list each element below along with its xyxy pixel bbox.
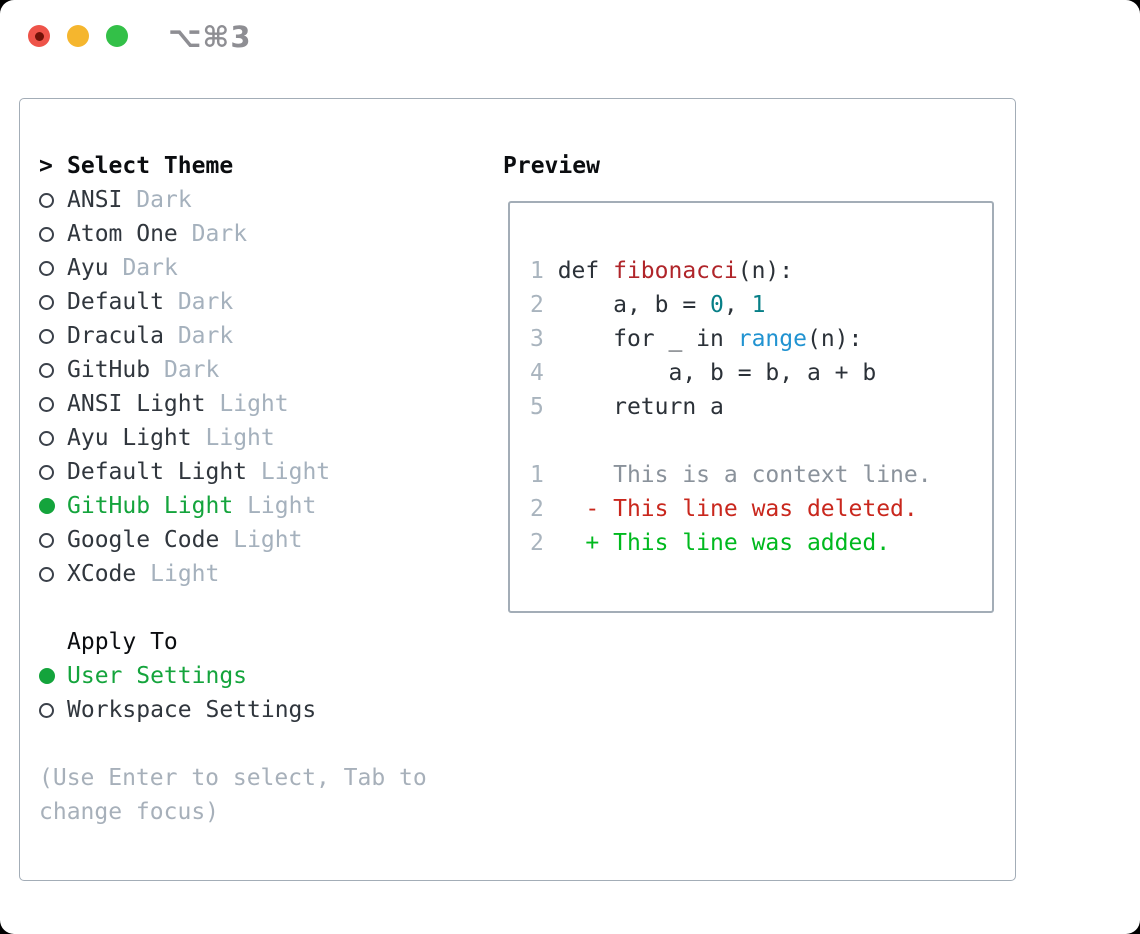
preview-line: 2 a, b = 0, 1 [530,292,766,318]
option-label: Atom One [67,221,178,247]
option-label: XCode [67,561,137,587]
spacer [39,727,427,761]
option-label: ANSI Light [67,391,206,417]
theme-option-atom-one[interactable]: Atom One Dark [39,217,427,251]
option-label: GitHub Light [67,493,234,519]
variant-badge: Light [150,561,220,587]
radio-icon [39,192,67,208]
theme-option-xcode[interactable]: XCode Light [39,557,427,591]
theme-option-ansi-light[interactable]: ANSI Light Light [39,387,427,421]
option-label: User Settings [67,663,248,689]
variant-badge: Dark [177,323,234,349]
preview-line: 1 def fibonacci(n): [530,258,794,284]
theme-option-default-light[interactable]: Default Light Light [39,455,427,489]
minimize-button[interactable] [67,25,89,47]
option-label: Ayu [67,255,109,281]
select-theme-title: Select Theme [67,153,234,179]
hint-line-1: (Use Enter to select, Tab to [39,765,427,791]
theme-option-ayu-light[interactable]: Ayu Light Light [39,421,427,455]
option-label: GitHub [67,357,151,383]
zoom-button[interactable] [106,25,128,47]
theme-option-default[interactable]: Default Dark [39,285,427,319]
select-theme-header: > Select Theme [39,149,427,183]
close-button[interactable] [28,25,50,47]
variant-badge: Dark [191,221,248,247]
spacer [39,591,427,625]
radio-selected-icon [39,668,67,684]
theme-option-ansi[interactable]: ANSI Dark [39,183,427,217]
variant-badge: Light [260,459,331,485]
prompt-icon: > [39,153,53,179]
radio-icon [39,532,67,548]
option-label: ANSI [67,187,123,213]
radio-icon [39,464,67,480]
radio-icon [39,396,67,412]
option-label: Google Code [67,527,220,553]
apply-to-title: Apply To [67,629,178,655]
close-dot-icon [34,31,44,41]
preview-line: 2 + This line was added. [530,530,891,556]
option-label: Workspace Settings [67,697,317,723]
variant-badge: Dark [136,187,192,213]
preview-title: Preview [503,153,600,179]
apply-to-header: Apply To [39,625,427,659]
radio-icon [39,226,67,242]
window-title: ⌥⌘3 [168,20,252,54]
apply-option-user-settings[interactable]: User Settings [39,659,427,693]
variant-badge: Light [219,391,289,417]
radio-icon [39,430,67,446]
radio-icon [39,328,67,344]
option-label: Dracula [67,323,164,349]
variant-badge: Dark [177,289,234,315]
variant-badge: Dark [122,255,178,281]
variant-badge: Dark [163,357,220,383]
apply-option-workspace-settings[interactable]: Workspace Settings [39,693,427,727]
preview-line [530,424,992,458]
option-label: Default Light [67,459,248,485]
hint-line-2: change focus) [39,799,220,825]
preview-box: 1 def fibonacci(n): 2 a, b = 0, 1 3 for _ … [508,201,994,613]
radio-icon [39,260,67,276]
radio-icon [39,566,67,582]
preview-line: 3 for _ in range(n): [530,326,863,352]
radio-icon [39,362,67,378]
option-label: Default [67,289,164,315]
preview-line: 5 return a [530,394,724,420]
radio-selected-icon [39,498,67,514]
theme-option-ayu[interactable]: Ayu Dark [39,251,427,285]
radio-icon [39,294,67,310]
preview-line: 4 a, b = b, a + b [530,360,877,386]
preview-line: 1 This is a context line. [530,462,932,488]
option-label: Ayu Light [67,425,192,451]
preview-line: 2 - This line was deleted. [530,496,918,522]
theme-option-github-light[interactable]: GitHub Light Light [39,489,427,523]
variant-badge: Light [205,425,275,451]
variant-badge: Light [247,493,317,519]
theme-option-google-code[interactable]: Google Code Light [39,523,427,557]
variant-badge: Light [233,527,303,553]
theme-option-dracula[interactable]: Dracula Dark [39,319,427,353]
theme-option-github[interactable]: GitHub Dark [39,353,427,387]
radio-icon [39,702,67,718]
